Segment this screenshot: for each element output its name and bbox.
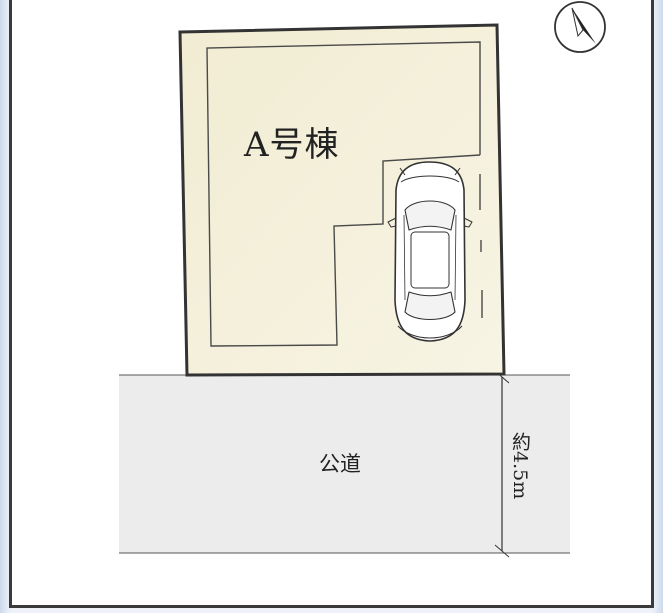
- car-icon: [387, 161, 473, 342]
- road-label: 公道: [319, 452, 361, 476]
- road-width-label: 約4.5m: [509, 432, 531, 500]
- public-road: [119, 375, 570, 553]
- compass-north-icon: [554, 1, 606, 53]
- building-footprint: [206, 41, 481, 347]
- building-label: A号棟: [244, 125, 340, 165]
